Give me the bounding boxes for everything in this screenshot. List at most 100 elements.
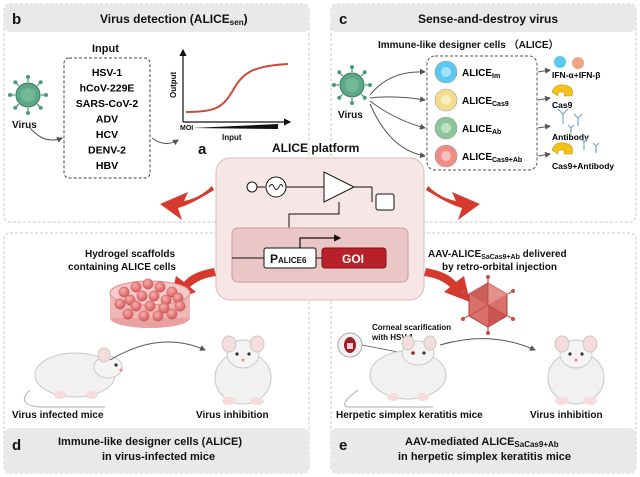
cell-label: ALICEIm [462, 68, 500, 80]
promoter-label: PALICE6 [270, 252, 307, 266]
panel-e-footer [331, 428, 636, 473]
scaffold-cell [138, 310, 150, 322]
scaffold-label-line-2: containing ALICE cells [68, 262, 176, 273]
cas9-antibody-icon [551, 137, 600, 155]
panel-c-title: Sense-and-destroy virus [418, 12, 558, 26]
virus-list-item: HSV-1 [92, 67, 123, 79]
mouse-right-label: Virus inhibition [530, 410, 603, 421]
cells-box [426, 55, 538, 171]
eye-icon [337, 332, 363, 358]
moi-label: MOI [180, 125, 193, 132]
scaffold-cell [158, 302, 170, 314]
virus-icon [8, 75, 48, 115]
corneal-label-line-2: with HSV-1 [371, 333, 414, 342]
panel-d-letter: d [12, 437, 21, 454]
panel-b-letter: b [12, 11, 21, 28]
virus-icon [332, 65, 372, 105]
scaffold-cell [142, 278, 154, 290]
cell-icon [434, 144, 458, 168]
scaffold-cell [114, 298, 126, 310]
scaffold-cell [118, 286, 130, 298]
hydrogel-scaffold [109, 278, 191, 328]
cell-output-label: Antibody [552, 132, 589, 142]
receptor-circuit [246, 171, 395, 243]
cell-output-label: Cas9+Antibody [552, 161, 614, 171]
aav-label-line-2: by retro-orbital injection [442, 262, 557, 273]
cell-icon [434, 88, 458, 112]
panel-e-caption-line-2: in herpetic simplex keratitis mice [398, 451, 571, 463]
panel-a-title: ALICE platform [272, 141, 359, 155]
panel-e-letter: e [339, 437, 347, 454]
panel-d-caption-line-1: Immune-like designer cells (ALICE) [58, 436, 242, 448]
mouse-illustration [214, 335, 272, 405]
input-heading: Input [92, 43, 119, 55]
scaffold-cell [136, 290, 148, 302]
cell-row: ALICECas9 Cas9 [434, 88, 573, 112]
goi-label: GOI [342, 252, 364, 266]
cell-icon [434, 60, 458, 84]
antibody-icon [557, 108, 583, 134]
virus-list-item: ADV [96, 114, 118, 126]
arrow-input-to-plot [151, 137, 179, 146]
cell-label: ALICECas9+Ab [462, 152, 522, 164]
cell-row: ALICEIm IFN-α+IFN-β [434, 60, 600, 84]
cell-output-label: Cas9 [552, 100, 573, 110]
scaffold-cell [130, 300, 142, 312]
dose-response-plot [179, 48, 292, 129]
virus-list-item: HCV [96, 129, 118, 141]
cas9-icon [551, 84, 573, 97]
panel-d-caption-line-2: in virus-infected mice [102, 451, 215, 463]
cell-output-label: IFN-α+IFN-β [552, 70, 600, 80]
panel-a-letter: a [198, 141, 207, 158]
cell-label: ALICEAb [462, 124, 501, 136]
y-axis-label: Output [169, 71, 178, 98]
scaffold-cell [148, 290, 160, 302]
panel-b-header [4, 4, 309, 32]
corneal-label-line-1: Corneal scarification [372, 323, 451, 332]
x-axis-label: Input [222, 133, 242, 142]
panel-c-letter: c [339, 11, 347, 28]
response-curve [185, 63, 289, 113]
panel-c-subtitle: Immune-like designer cells （ALICE） [378, 38, 559, 51]
virus-list-item: hCoV-229E [80, 83, 135, 95]
arrow-treatment [439, 338, 536, 351]
cell-output-arrow [537, 151, 551, 158]
virus-list-item: HBV [96, 160, 118, 172]
scaffold-label-line-1: Hydrogel scaffolds [85, 249, 175, 260]
virus-label: Virus [338, 110, 363, 121]
panel-c-header [331, 4, 636, 32]
virus-list-item: DENV-2 [88, 145, 126, 157]
mouse-illustration [547, 335, 605, 405]
cell-label: ALICECas9 [462, 96, 509, 108]
virus-label: Virus [12, 120, 37, 131]
scaffold-cell [166, 308, 178, 320]
goi-box [321, 247, 387, 269]
cell-output-arrow [537, 95, 551, 102]
arrow-to-e [424, 268, 470, 302]
transcription-arrow [299, 234, 342, 248]
scaffold-cell [130, 281, 142, 293]
scaffold-cell [154, 281, 166, 293]
aav-capsid-icon [461, 275, 515, 335]
arrow-virus-to-input [29, 127, 63, 143]
mouse-illustration [344, 335, 447, 408]
scaffold-cell [144, 300, 156, 312]
scaffold-cell [122, 308, 134, 320]
arrow-to-c [426, 186, 480, 220]
virus-to-cells-arrows [369, 68, 426, 159]
mouse-right-label: Virus inhibition [196, 410, 269, 421]
aav-label-line-1: AAV-ALICESaCas9+Ab delivered [428, 249, 567, 261]
eye-pointer [361, 344, 399, 353]
mouse-illustration [23, 347, 123, 408]
scaffold-cell [174, 300, 186, 312]
scaffold-cell [152, 310, 164, 322]
cell-output-arrow [537, 123, 551, 130]
panel-d-footer [4, 428, 309, 473]
mouse-left-label: Virus infected mice [12, 410, 104, 421]
